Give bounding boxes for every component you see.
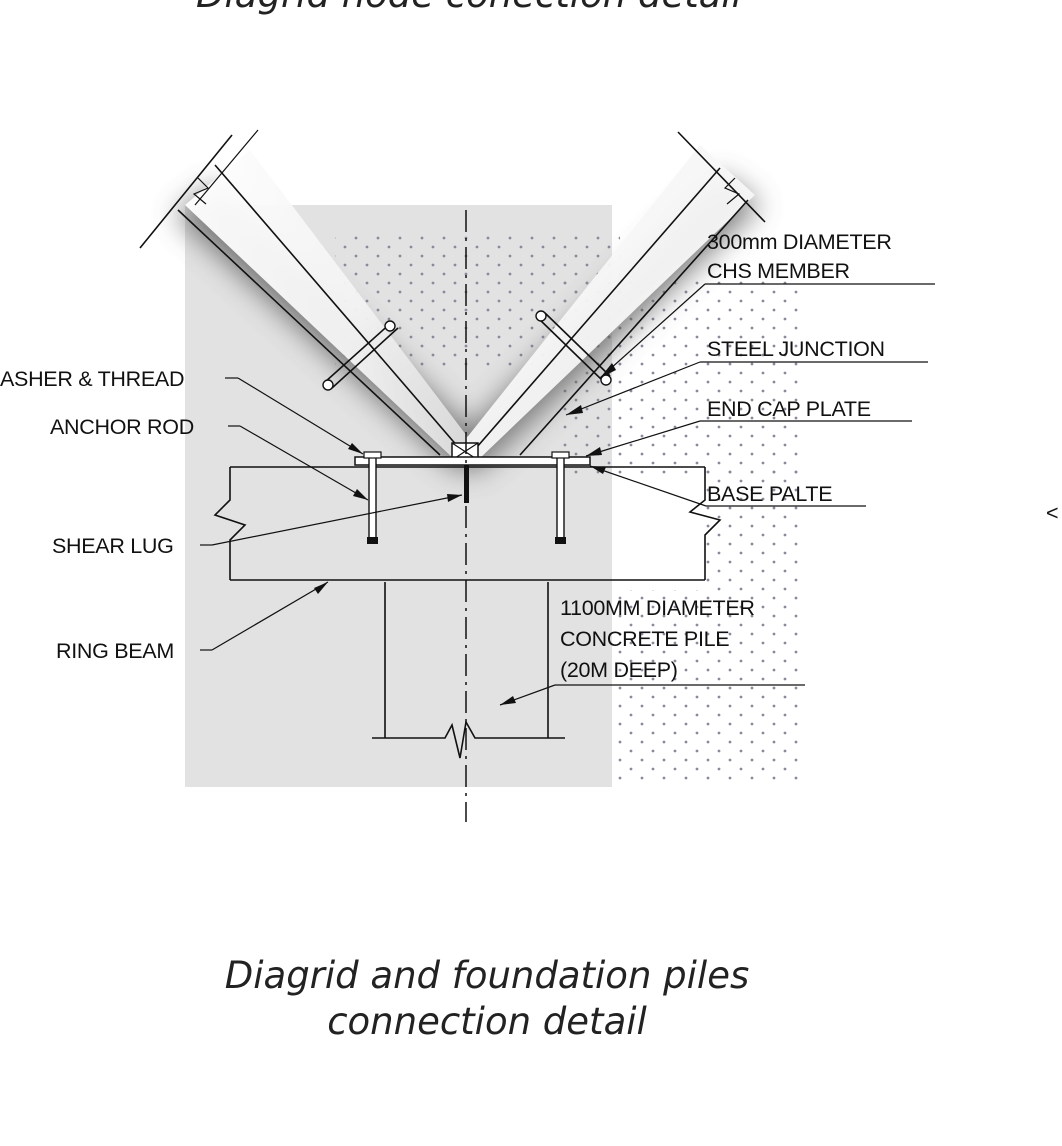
right-chs-member [465, 131, 766, 460]
edge-mark: < [1046, 501, 1058, 525]
concrete-pile [372, 582, 565, 759]
label-steel-junction: STEEL JUNCTION [707, 337, 885, 361]
anchor-rods [363, 451, 570, 544]
label-shear-lug: SHEAR LUG [52, 534, 174, 558]
leader-lines [200, 283, 935, 706]
bottom-caption-line1: Diagrid and foundation piles [224, 954, 750, 997]
label-chs-line1: 300mm DIAMETER [707, 230, 892, 254]
label-end-cap-plate: END CAP PLATE [707, 397, 871, 421]
label-chs-line2: CHS MEMBER [707, 259, 850, 283]
label-washer-thread: ASHER & THREAD [0, 367, 184, 391]
label-pile-line3: (20M DEEP) [560, 658, 678, 682]
base-plate [354, 456, 591, 466]
top-caption: Diagrid node conection detail [0, 0, 1000, 18]
left-chs-member [139, 129, 470, 460]
steel-junction [451, 442, 479, 461]
label-pile-line2: CONCRETE PILE [560, 627, 729, 651]
bottom-caption: Diagrid and foundation piles connection … [0, 953, 1018, 1045]
bottom-caption-line2: connection detail [327, 1000, 647, 1043]
label-pile-line1: 1100MM DIAMETER [560, 596, 755, 620]
label-anchor-rod: ANCHOR ROD [50, 415, 194, 439]
label-ring-beam: RING BEAM [56, 639, 174, 663]
label-base-plate: BASE PALTE [707, 482, 832, 506]
